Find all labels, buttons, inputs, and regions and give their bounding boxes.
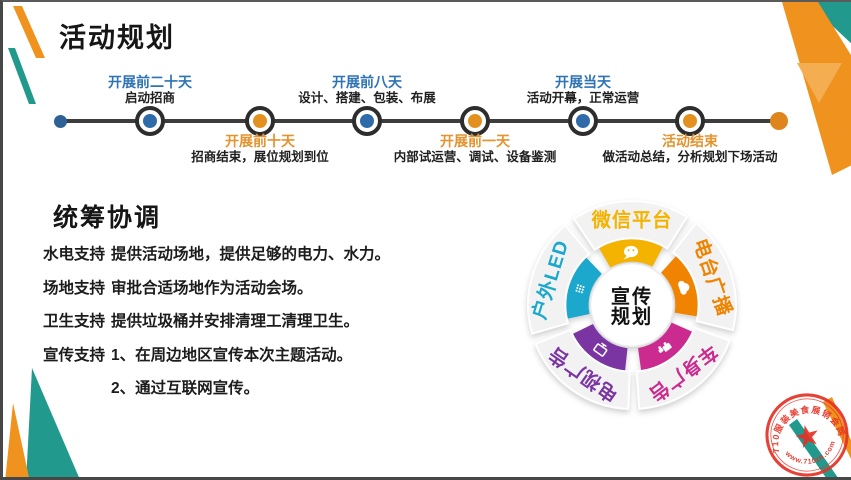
milestone-title: 开展前二十天 (108, 74, 192, 90)
top-right-teal-triangle (807, 2, 851, 44)
top-left-orange-slash (13, 6, 45, 58)
item-text: 审批合适场地作为活动会场。 (111, 279, 313, 297)
monitor-icon (593, 342, 608, 357)
list-item: 宣传支持 1、在周边地区宣传本次主题活动。 (43, 343, 513, 365)
led-matrix-icon (575, 284, 585, 294)
milestone-label-2: 开展前十天 招商结束，展位规划到位 (145, 133, 375, 165)
wheel-center-title-line1: 宣传 (611, 285, 653, 308)
milestone-dot-icon (253, 114, 267, 128)
milestone-dot-icon (683, 114, 697, 128)
page-title: 活动规划 (59, 23, 175, 53)
milestone-marker-3 (352, 106, 382, 136)
top-right-light-orange-triangle (797, 63, 842, 103)
milestone-title: 开展前一天 (440, 133, 510, 149)
list-item: 2、通过互联网宣传。 (43, 376, 513, 398)
timeline-line (61, 119, 779, 123)
stamp-inner-ring (770, 398, 844, 472)
milestone-label-5: 开展当天 活动开幕，正常运营 (468, 74, 698, 106)
timeline-end-dot (770, 112, 788, 130)
milestone-label-4: 开展前一天 内部试运营、调试、设备鉴测 (360, 133, 590, 165)
milestone-dot-icon (360, 114, 374, 128)
item-label (43, 376, 111, 398)
truck-icon (658, 342, 672, 353)
item-label: 卫生支持 (43, 313, 106, 330)
wheel-sector-top (572, 200, 689, 252)
item-text: 提供垃圾桶并安排清理工清理卫生。 (111, 313, 360, 330)
stamp-star-icon: ★ (790, 418, 824, 457)
wheel-center-title-line2: 规划 (611, 305, 653, 328)
list-item: 水电支持 提供活动场地，提供足够的电力、水力。 (43, 242, 513, 264)
item-label: 场地支持 (43, 279, 106, 297)
broadcast-cloud-icon (678, 280, 690, 295)
milestone-dot-icon (468, 114, 482, 128)
wechat-icon (623, 245, 639, 260)
milestone-desc: 设计、搭建、包装、布展 (298, 91, 436, 105)
list-item: 场地支持 审批合适场地作为活动会场。 (43, 276, 513, 298)
milestone-marker-4 (460, 106, 490, 136)
milestone-label-6: 活动结束 做活动总结，分析规划下场活动 (575, 133, 805, 165)
milestone-marker-1 (135, 106, 165, 136)
milestone-marker-6 (675, 106, 705, 136)
stamp-outer-ring (765, 393, 849, 477)
item-label: 宣传支持 (43, 346, 106, 364)
list-item: 卫生支持 提供垃圾桶并安排清理工清理卫生。 (43, 309, 513, 331)
coordination-list: 水电支持 提供活动场地，提供足够的电力、水力。 场地支持 审批合适场地作为活动会… (43, 242, 513, 410)
milestone-title: 开展前八天 (332, 74, 402, 90)
milestone-desc: 内部试运营、调试、设备鉴测 (393, 150, 557, 164)
wheel-arc-tv (573, 323, 628, 371)
wheel-arc-led (566, 257, 602, 319)
bottom-left-orange-triangle (5, 403, 29, 477)
wheel-label-wechat: 微信平台 (591, 209, 673, 232)
timeline-start-dot (54, 115, 67, 128)
top-left-teal-slash (8, 48, 36, 104)
item-text: 提供活动场地，提供足够的电力、水力。 (111, 246, 391, 263)
wheel-sector-bottom-left (534, 328, 631, 410)
milestone-label-1: 开展前二十天 启动招商 (35, 74, 265, 106)
wheel-sector-left (527, 223, 591, 335)
section-heading: 统筹协调 (53, 204, 162, 232)
milestone-desc: 活动开幕，正常运营 (526, 91, 640, 105)
milestone-desc: 招商结束，展位规划到位 (191, 150, 329, 164)
item-text: 1、在周边地区宣传本次主题活动。 (111, 346, 353, 364)
wheel-sector-right (671, 221, 737, 332)
milestone-title: 活动结束 (662, 133, 718, 149)
wheel-sector-bottom-right (635, 326, 731, 410)
promotion-wheel-diagram: 微信平台 电台广播 车身广告 电视广告 户外LED 宣传 规划 (527, 200, 737, 410)
milestone-dot-icon (143, 114, 157, 128)
milestone-marker-2 (245, 106, 275, 136)
milestone-desc: 做活动总结，分析规划下场活动 (602, 150, 778, 164)
milestone-title: 开展当天 (555, 74, 611, 90)
item-label: 水电支持 (43, 246, 106, 263)
milestone-marker-5 (568, 106, 598, 136)
company-stamp: ★ 710服装美食展销会网 www.710zh.com (762, 393, 849, 477)
wheel-center-circle (589, 262, 675, 348)
milestone-title: 开展前十天 (225, 133, 295, 149)
item-text: 2、通过互联网宣传。 (111, 380, 260, 397)
milestone-label-3: 开展前八天 设计、搭建、包装、布展 (252, 74, 482, 106)
milestone-desc: 启动招商 (124, 91, 175, 105)
milestone-dot-icon (576, 114, 590, 128)
